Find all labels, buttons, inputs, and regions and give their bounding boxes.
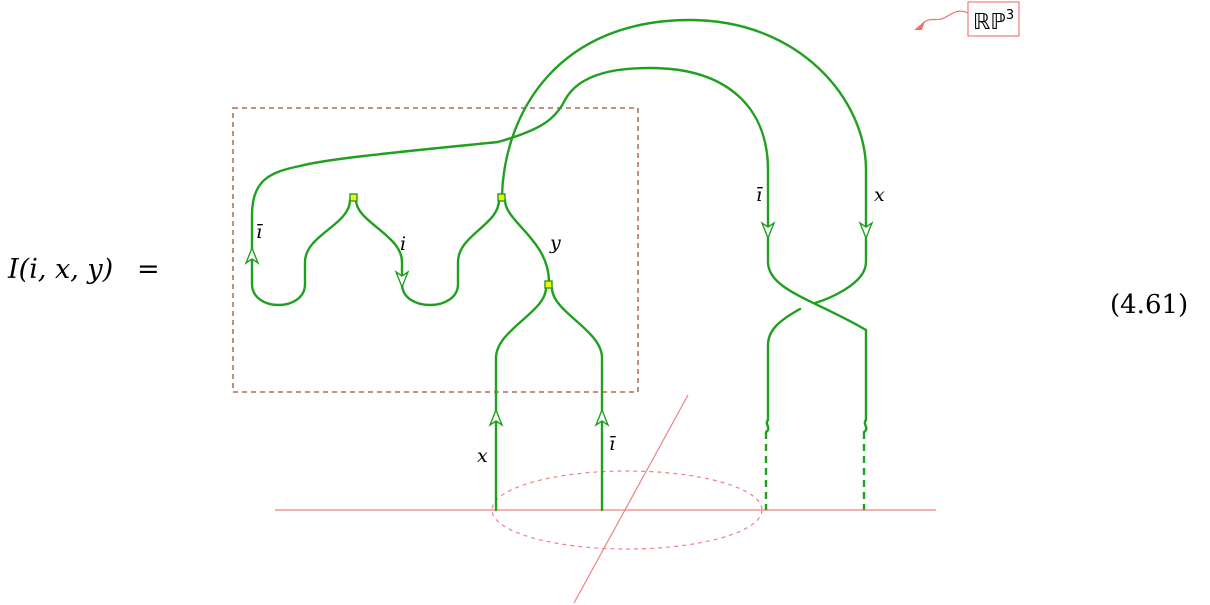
arrow-x-up — [488, 408, 504, 427]
strand-left-loop — [250, 140, 500, 307]
arrow-i-down — [394, 270, 410, 289]
arrow-left-up — [244, 246, 260, 265]
break-left — [764, 418, 770, 434]
strand-inner-arc — [496, 66, 868, 422]
arrow-right-ibar-down — [760, 221, 776, 240]
label-ibar-right: ī — [756, 184, 763, 206]
label-ibar-left: ī — [256, 221, 263, 243]
break-right — [862, 418, 868, 434]
rp3-box — [967, 1, 1020, 37]
label-x-right: x — [874, 184, 885, 206]
crosscap-ellipse — [491, 470, 763, 550]
strand-crossing-under — [766, 307, 802, 422]
arrow-ibar-up — [594, 408, 610, 427]
equation-lhs: I(i, x, y) — [7, 254, 113, 285]
equation-number: (4.61) — [1110, 290, 1188, 320]
strand-outer-arc — [500, 18, 868, 305]
vertex-2 — [497, 193, 506, 202]
strand-middle-loop — [354, 198, 501, 307]
arrow-right-x-down — [858, 221, 874, 240]
rp3-squiggle — [921, 10, 969, 25]
rp3-arrowhead — [914, 21, 925, 30]
label-i: i — [400, 233, 406, 255]
dashed-box — [232, 107, 639, 393]
crosscap-diagonal — [573, 394, 689, 604]
label-ibar-bottom: ī — [609, 433, 616, 455]
vertex-3 — [544, 280, 553, 289]
rp3-label: ℝℙ3 — [973, 8, 1014, 35]
strand-y — [503, 198, 551, 284]
vertex-1 — [349, 193, 358, 202]
label-y: y — [549, 232, 561, 254]
strand-x-leg — [494, 286, 548, 512]
strand-ibar-leg — [550, 286, 604, 512]
equals-sign: = — [137, 254, 160, 285]
label-x-bottom: x — [477, 445, 488, 467]
